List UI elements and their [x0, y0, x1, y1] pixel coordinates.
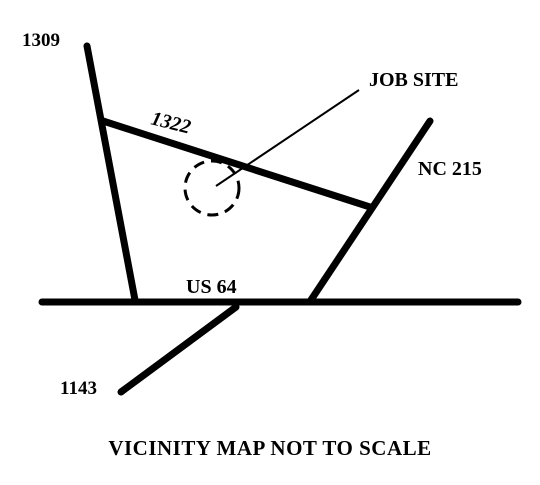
road-label-1143: 1143: [60, 378, 97, 399]
job-site-label: JOB SITE: [369, 69, 458, 91]
road-label-nc-215: NC 215: [418, 158, 482, 180]
road-label-1309: 1309: [22, 30, 60, 51]
job-site-circle: [183, 159, 241, 217]
map-caption: VICINITY MAP NOT TO SCALE: [108, 436, 431, 460]
road-label-us-64: US 64: [186, 276, 237, 298]
road-1309: [83, 42, 139, 304]
road-label-1322: 1322: [149, 108, 193, 139]
job-site-leader-line: [215, 89, 360, 187]
road-1322: [99, 117, 374, 211]
road-1143: [117, 303, 240, 396]
road-nc-215: [307, 117, 434, 304]
